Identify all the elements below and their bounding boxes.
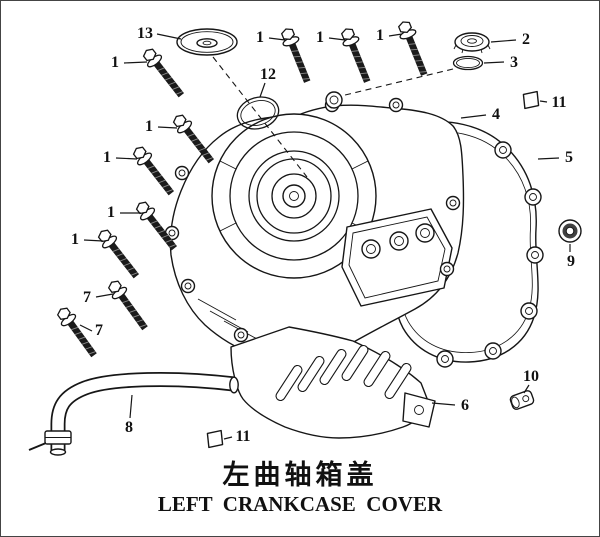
part-vent-cover [230,326,436,439]
callout-11a: 11 [539,94,567,111]
part-dowel-10 [509,390,535,410]
callout-11b-label: 11 [235,428,250,445]
part-breather-hose [28,372,239,456]
callout-11a-label: 11 [551,94,566,111]
callout-1e: 1 [145,118,178,135]
callout-12-label: 12 [260,66,276,83]
callout-2-label: 2 [522,31,530,48]
part-oring-3 [452,55,484,71]
callout-1b: 1 [256,29,286,46]
diagram-title-english: LEFT CRANKCASE COVER [157,492,443,516]
cover-filler-neck [325,91,343,109]
callout-7a-label: 7 [83,289,91,306]
bolt-7-a [104,276,153,334]
callout-13-label: 13 [137,25,153,42]
part-oil-seal-9 [558,219,582,243]
callout-1e-label: 1 [145,118,153,135]
callout-1a: 1 [111,54,148,71]
diagram-title-chinese: 左曲轴箱盖 [222,460,378,490]
assembly-line-cap [340,68,454,97]
callout-1h: 1 [71,231,104,248]
callout-1c-label: 1 [316,29,324,46]
part-crankcase-cover [164,91,465,364]
part-oring-12 [236,96,280,130]
callout-2: 2 [490,31,530,48]
callout-1d-label: 1 [376,27,384,44]
callout-13: 13 [137,25,182,42]
bolt-7-b [53,303,102,361]
callout-9-label: 9 [567,253,575,270]
callout-1f: 1 [103,149,138,166]
bolt-1-b [277,25,316,86]
bolt-1-c [337,25,376,86]
part-clip-11-bottom [206,429,224,449]
callout-10: 10 [523,368,539,394]
callout-3-label: 3 [510,54,518,71]
callout-7b-label: 7 [95,322,103,339]
callout-1f-label: 1 [103,149,111,166]
callout-1c: 1 [316,29,346,46]
callout-1a-label: 1 [111,54,119,71]
cover-right-block [341,208,453,307]
callout-1g: 1 [107,204,141,221]
callout-10-label: 10 [523,368,539,385]
callout-8: 8 [125,394,133,436]
callout-7a: 7 [83,289,114,306]
bolt-1-e [169,110,219,168]
callout-4: 4 [460,106,500,123]
vent-cover-bracket [402,392,436,428]
callout-5-label: 5 [565,149,573,166]
callout-1h-label: 1 [71,231,79,248]
callout-1g-label: 1 [107,204,115,221]
callout-11b: 11 [223,428,251,445]
bolt-1-f [129,142,179,200]
callout-6-label: 6 [461,397,469,414]
callout-1d: 1 [376,27,403,44]
part-oil-cap-2 [453,32,491,54]
bolt-1-d [394,18,433,79]
part-plug-cap-13 [176,28,238,56]
assembly-line-plug [212,56,308,178]
part-clip-11-top [522,90,540,110]
callout-1b-label: 1 [256,29,264,46]
hose-clamp [28,430,72,451]
callout-4-label: 4 [492,106,500,123]
bolt-1-a [139,44,189,102]
gasket-bolt-holes [436,141,544,368]
callout-12: 12 [259,66,276,98]
callout-3: 3 [483,54,518,71]
bolt-1-h [94,225,144,283]
callout-5: 5 [537,149,573,166]
callouts: 13 1 1 1 1 2 3 [71,25,575,445]
callout-8-label: 8 [125,419,133,436]
callout-9: 9 [567,244,575,270]
callout-6: 6 [431,397,469,414]
title-block: 左曲轴箱盖 LEFT CRANKCASE COVER [1,459,599,517]
callout-7b: 7 [79,322,103,339]
